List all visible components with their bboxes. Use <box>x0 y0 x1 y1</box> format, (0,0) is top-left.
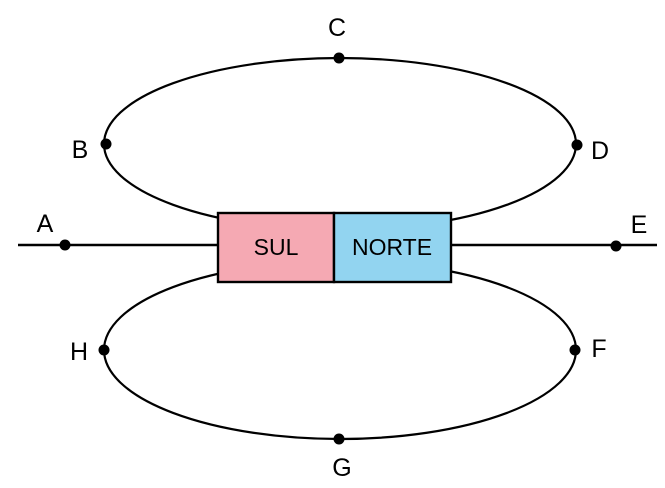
point-label-h: H <box>70 338 88 366</box>
point-dot-f <box>569 344 581 356</box>
point-dot-d <box>571 139 583 151</box>
point-dot-c <box>333 52 345 64</box>
point-label-a: A <box>37 210 54 238</box>
point-dot-a <box>59 239 71 251</box>
magnet-north-pole <box>332 211 453 284</box>
point-label-b: B <box>72 136 89 164</box>
north-pole-label: NORTE <box>352 234 432 260</box>
point-label-d: D <box>591 137 609 165</box>
south-pole-label: SUL <box>254 234 299 260</box>
upper-field-line <box>102 56 578 232</box>
lower-field-line <box>102 259 578 441</box>
point-label-c: C <box>328 14 346 42</box>
point-label-e: E <box>631 211 648 239</box>
point-label-g: G <box>332 454 351 482</box>
point-dot-e <box>610 240 622 252</box>
point-label-f: F <box>591 335 606 363</box>
point-dot-b <box>100 138 112 150</box>
point-dot-h <box>98 344 110 356</box>
point-dot-g <box>333 433 345 445</box>
